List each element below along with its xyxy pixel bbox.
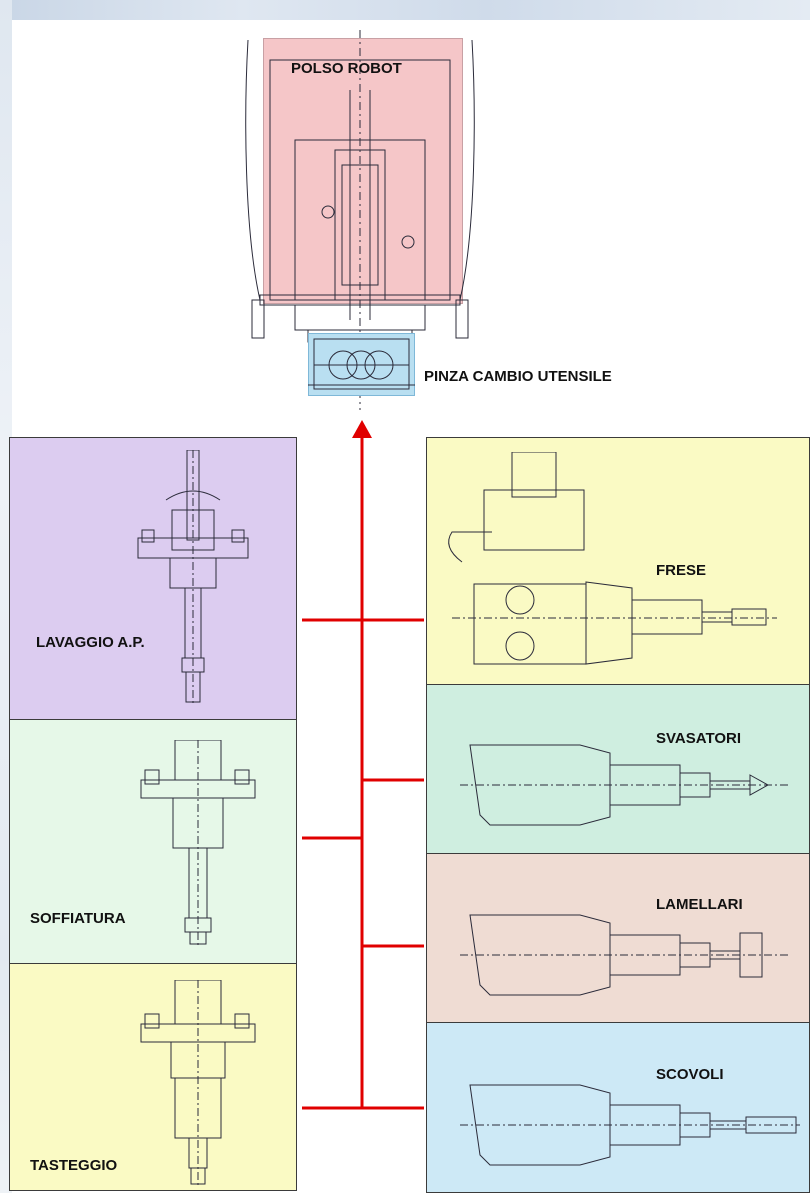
- scovoli-label: SCOVOLI: [656, 1066, 724, 1083]
- connector-arrowhead: [352, 420, 372, 438]
- lamellari-label: LAMELLARI: [656, 896, 743, 913]
- soffiatura-label: SOFFIATURA: [30, 910, 126, 927]
- svasatori-label: SVASATORI: [656, 730, 741, 747]
- frese-label: FRESE: [656, 562, 706, 579]
- lavaggio-label: LAVAGGIO A.P.: [36, 634, 145, 651]
- tasteggio-label: TASTEGGIO: [30, 1157, 117, 1174]
